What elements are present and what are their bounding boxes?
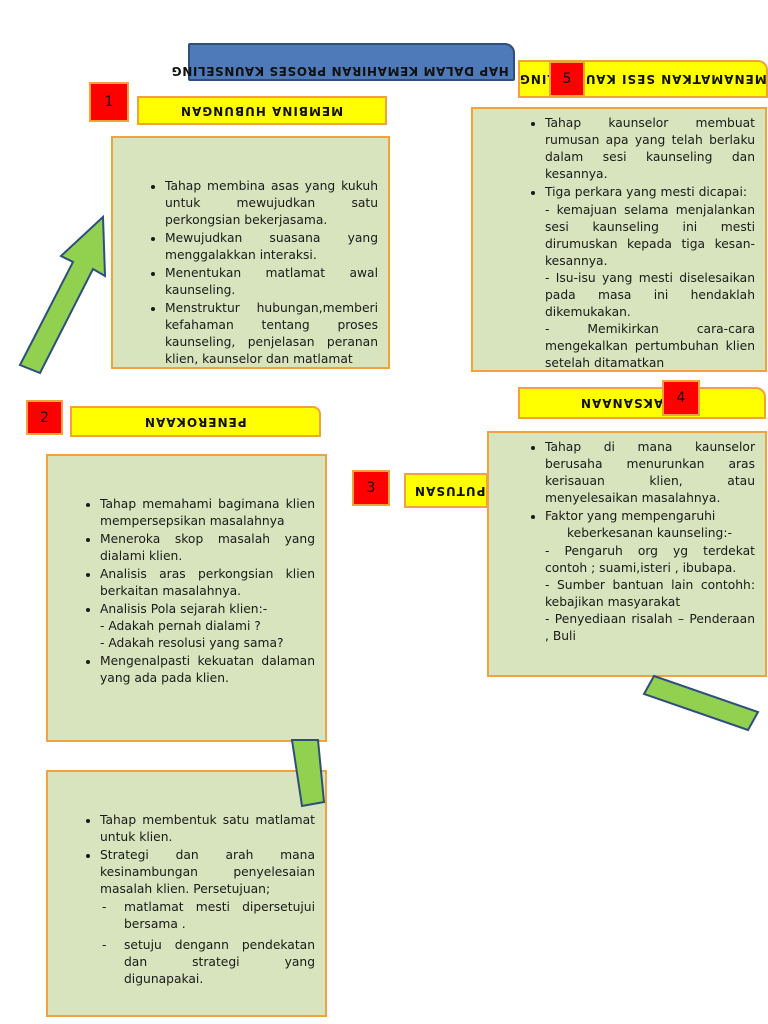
stage-1-content-box: Tahap membina asas yang kukuh untuk mewu… xyxy=(111,136,390,369)
stage-1-label-box: MEMBINA HUBUNGAN xyxy=(137,96,387,125)
stage-3-sub-item: - setuju dengann pendekatan dan strategi… xyxy=(102,938,315,986)
stage-5-bullet-list: Tahap kaunselor membuat rumusan apa yang… xyxy=(525,115,755,201)
stage-2-bullet: Mengenalpasti kekuatan dalaman yang ada … xyxy=(100,653,315,687)
stage-2-content-box: Tahap memahami bagimana klien memperseps… xyxy=(46,454,327,742)
stage-3-sub-text: matlamat mesti dipersetujui bersama . xyxy=(124,900,315,931)
stage-2-bullet: Analisis Pola sejarah klien:- - Adakah p… xyxy=(100,601,315,652)
stage-2-pattern-heading: Analisis Pola sejarah klien:- xyxy=(100,602,268,616)
stage-3-label-box: KEPUTUSAN xyxy=(404,473,488,508)
stage-5-bullet: Tahap kaunselor membuat rumusan apa yang… xyxy=(545,115,755,183)
stage-4-label-box: PELAKSANAAN xyxy=(518,387,766,419)
stage-2-bullet-list: Tahap memahami bagimana klien memperseps… xyxy=(80,496,315,687)
stage-3-sub-item: - matlamat mesti dipersetujui bersama . xyxy=(102,900,315,931)
stage-4-number: 4 xyxy=(676,390,686,406)
stage-3-sub-text: setuju dengann pendekatan dan strategi y… xyxy=(124,938,315,986)
stage-4-number-badge: 4 xyxy=(662,380,700,416)
stage-5-three-heading: Tiga perkara yang mesti dicapai: xyxy=(545,185,748,199)
stage-2-bullet: Meneroka skop masalah yang dialami klien… xyxy=(100,531,315,565)
stage-2-number-badge: 2 xyxy=(26,400,63,435)
stage-5-sub-item: - kemajuan selama menjalankan sesi kauns… xyxy=(545,203,755,268)
stage-1-bullet: Menentukan matlamat awal kaunseling. xyxy=(165,265,378,299)
stage-5-content-box: Tahap kaunselor membuat rumusan apa yang… xyxy=(471,107,767,372)
arrow-up-right-shape xyxy=(18,214,107,375)
stage-4-sub-list: - Pengaruh org yg terdekat contoh ; suam… xyxy=(525,543,755,645)
stage-1-number: 1 xyxy=(104,94,114,110)
title-banner xyxy=(188,43,515,81)
stage-1-number-badge: 1 xyxy=(89,82,129,122)
stage-4-content-box: Tahap di mana kaunselor berusaha menurun… xyxy=(487,431,767,677)
stage-4-bullet: Tahap di mana kaunselor berusaha menurun… xyxy=(545,439,755,507)
stage-4-bullet: Faktor yang mempengaruhi keberkesanan ka… xyxy=(545,508,755,542)
stage-5-sub-item: - Memikirkan cara-cara mengekalkan pertu… xyxy=(545,322,755,370)
stage-5-number: 5 xyxy=(562,71,572,87)
stage-2-number: 2 xyxy=(40,409,49,426)
stage-4-sub-item: - Sumber bantuan lain contohh: kebajikan… xyxy=(545,578,755,609)
stage-4-sub-item: - Pengaruh org yg terdekat contoh ; suam… xyxy=(545,544,755,575)
stage-2-pattern-item: - Adakah resolusi yang sama? xyxy=(100,636,284,650)
stage-3-bullet: Tahap membentuk satu matlamat untuk klie… xyxy=(100,812,315,846)
stage-4-factor-heading: Faktor yang mempengaruhi xyxy=(545,509,716,523)
stage-4-bullet-list: Tahap di mana kaunselor berusaha menurun… xyxy=(525,439,755,542)
stage-2-bullet: Analisis aras perkongsian klien berkaita… xyxy=(100,566,315,600)
stage-5-number-badge: 5 xyxy=(549,61,585,97)
stage-3-number-badge: 3 xyxy=(352,470,390,506)
stage-5-sub-list: - kemajuan selama menjalankan sesi kauns… xyxy=(525,202,755,370)
stage-5-bullet: Tiga perkara yang mesti dicapai: xyxy=(545,184,755,201)
stage-3-content-box: Tahap membentuk satu matlamat untuk klie… xyxy=(46,770,327,1017)
stage-3-bullet: Strategi dan arah mana kesinambungan pen… xyxy=(100,847,315,898)
stage-1-bullet: Tahap membina asas yang kukuh untuk mewu… xyxy=(165,178,378,229)
stage-5-sub-item: - Isu-isu yang mesti diselesaikan pada m… xyxy=(545,271,755,319)
stage-1-bullet-list: Tahap membina asas yang kukuh untuk mewu… xyxy=(145,178,378,367)
arrow-to-stage-4-shape xyxy=(642,674,760,732)
stage-3-bullet-list: Tahap membentuk satu matlamat untuk klie… xyxy=(80,812,315,898)
stage-1-bullet: Menstruktur hubungan,memberi kefahaman t… xyxy=(165,300,378,367)
arrow-stage-2-to-3-shape xyxy=(290,739,326,808)
stage-1-bullet: Mewujudkan suasana yang menggalakkan int… xyxy=(165,230,378,264)
stage-4-sub-item: - Penyediaan risalah – Penderaan , Buli xyxy=(545,612,755,643)
stage-3-number: 3 xyxy=(366,480,376,496)
stage-4-factor-cont: keberkesanan kaunseling:- xyxy=(567,526,732,540)
stage-2-pattern-item: - Adakah pernah dialami ? xyxy=(100,619,261,633)
stage-3-sub-list: - matlamat mesti dipersetujui bersama . … xyxy=(80,899,315,988)
stage-2-label-box: PENEROKAAN xyxy=(70,406,321,437)
stage-2-bullet: Tahap memahami bagimana klien memperseps… xyxy=(100,496,315,530)
